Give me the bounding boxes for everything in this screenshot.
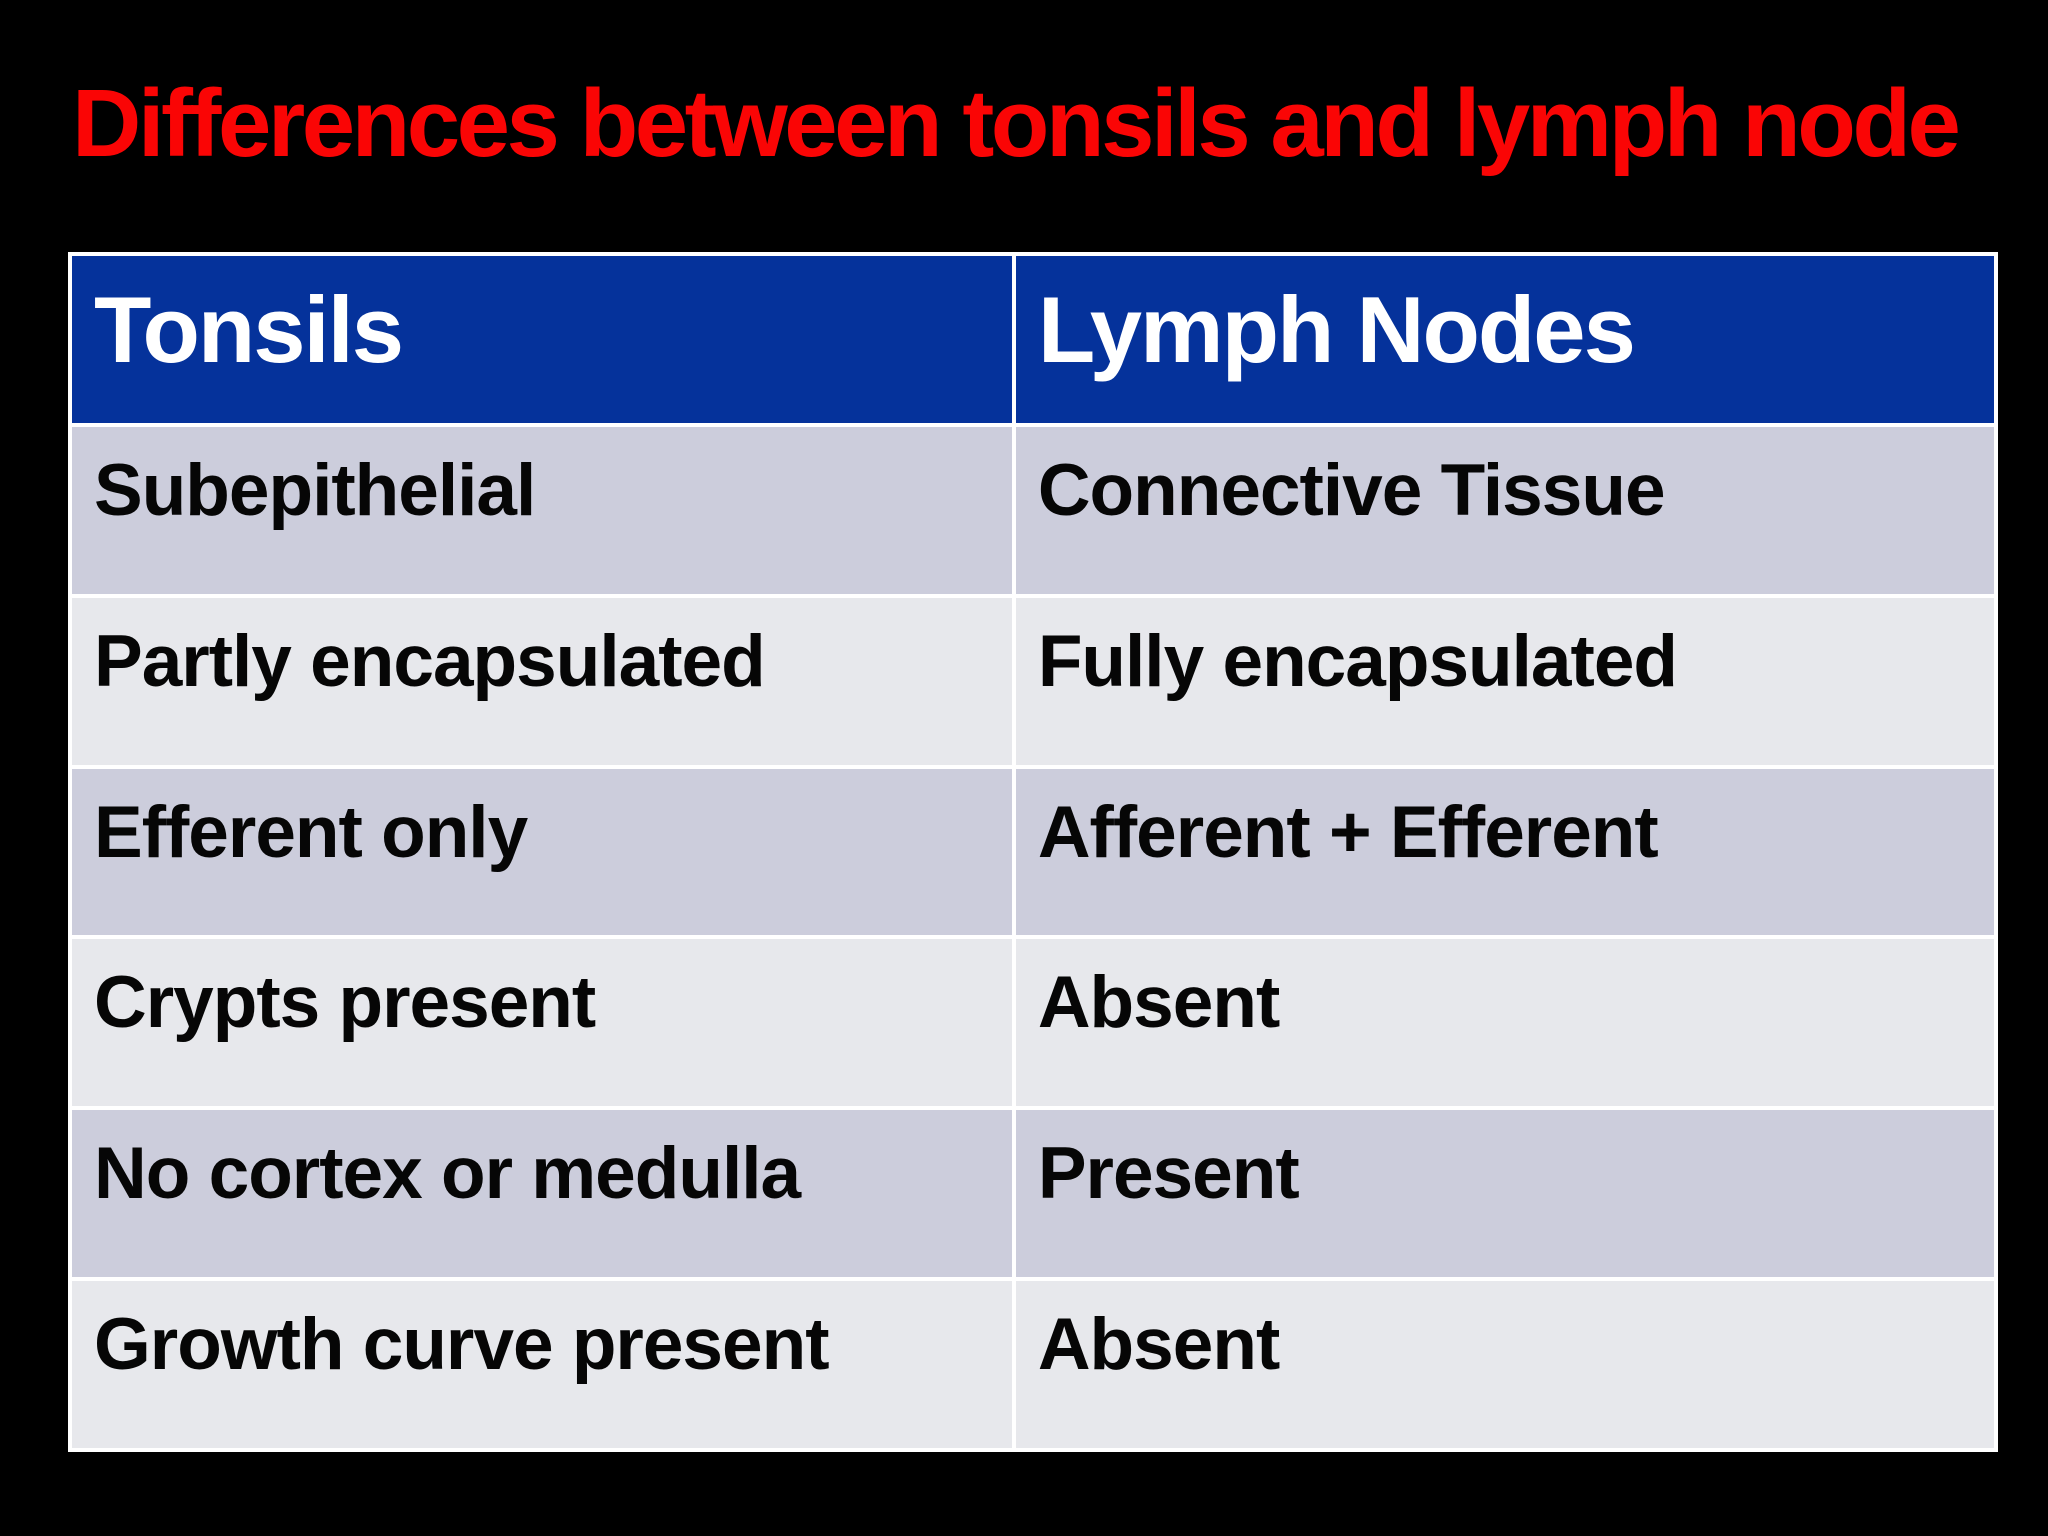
- table-cell-tonsils: Crypts present: [72, 939, 1012, 1107]
- table-cell-tonsils: Subepithelial: [72, 426, 1012, 594]
- table-cell-lymph-nodes: Absent: [1015, 1281, 1994, 1449]
- table-cell-tonsils: Partly encapsulated: [72, 597, 1012, 765]
- table-row: No cortex or medulla Present: [72, 1110, 1994, 1278]
- table-cell-lymph-nodes: Afferent + Efferent: [1015, 768, 1994, 936]
- table-row: Partly encapsulated Fully encapsulated: [72, 597, 1994, 765]
- table-cell-lymph-nodes: Present: [1015, 1110, 1994, 1278]
- slide-title: Differences between tonsils and lymph no…: [72, 70, 1961, 177]
- table-cell-lymph-nodes: Absent: [1015, 939, 1994, 1107]
- comparison-table: Tonsils Lymph Nodes Subepithelial Connec…: [68, 252, 1998, 1452]
- column-header-tonsils: Tonsils: [72, 256, 1012, 423]
- table-cell-tonsils: No cortex or medulla: [72, 1110, 1012, 1278]
- table-cell-tonsils: Growth curve present: [72, 1281, 1012, 1449]
- table-row: Efferent only Afferent + Efferent: [72, 768, 1994, 936]
- table-cell-lymph-nodes: Fully encapsulated: [1015, 597, 1994, 765]
- table-cell-tonsils: Efferent only: [72, 768, 1012, 936]
- column-header-lymph-nodes: Lymph Nodes: [1015, 256, 1994, 423]
- table-cell-lymph-nodes: Connective Tissue: [1015, 426, 1994, 594]
- table-row: Growth curve present Absent: [72, 1281, 1994, 1449]
- table-row: Subepithelial Connective Tissue: [72, 426, 1994, 594]
- table-row: Crypts present Absent: [72, 939, 1994, 1107]
- table-header-row: Tonsils Lymph Nodes: [72, 256, 1994, 423]
